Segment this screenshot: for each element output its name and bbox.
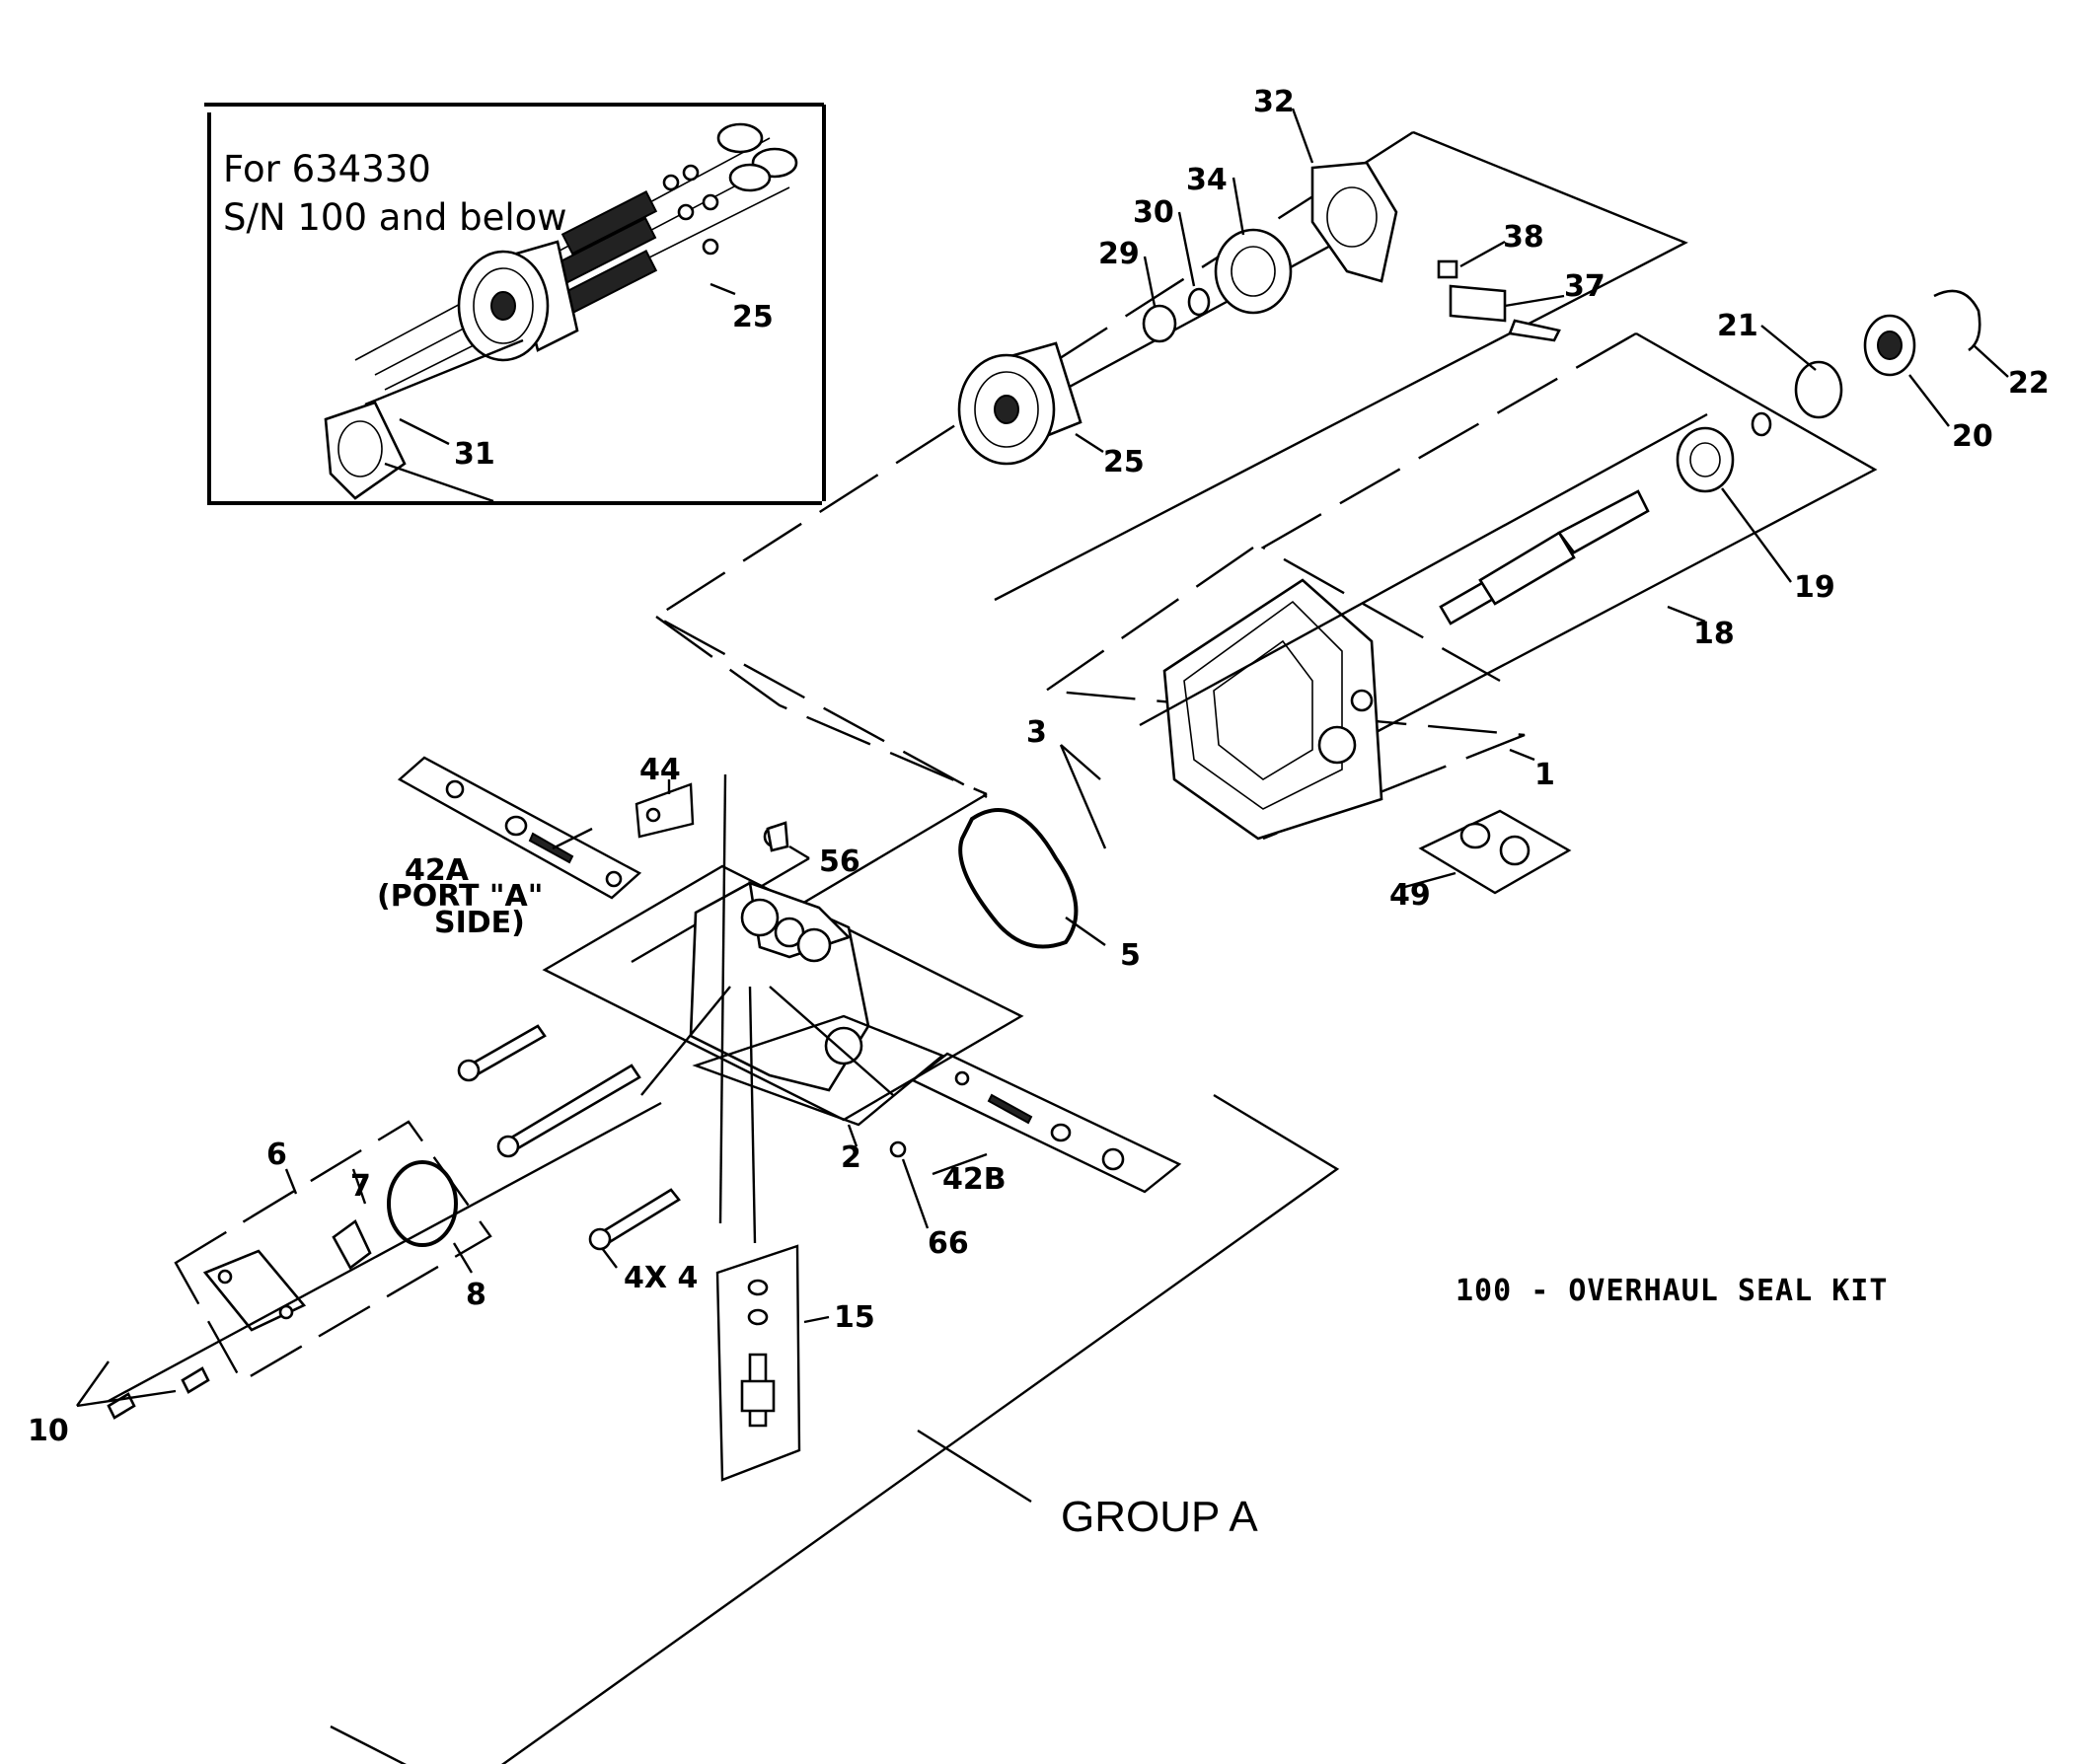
valve-block: [631, 773, 988, 1244]
inset-valve-plate: [324, 401, 407, 500]
callout-66: 66: [928, 1226, 969, 1261]
callout-49: 49: [1389, 878, 1431, 913]
inset-callout-31: 31: [454, 437, 495, 472]
overhaul-seal-kit-note: 100 - OVERHAUL SEAL KIT: [1456, 1274, 1888, 1308]
callout-32: 32: [1253, 85, 1295, 119]
callout-3: 3: [1026, 715, 1047, 750]
callout-8: 8: [466, 1278, 486, 1312]
callout-20: 20: [1952, 419, 1993, 454]
inset-box: For 634330 S/N 100 and below: [204, 103, 826, 505]
callout-29: 29: [1098, 237, 1140, 271]
callout-42a: 42A: [405, 853, 470, 888]
cylinder-block: [957, 341, 1083, 466]
group-outlines: [330, 130, 1878, 1764]
inset-line-2: S/N 100 and below: [223, 196, 567, 239]
seal-34: [1214, 228, 1293, 315]
callout-42b: 42B: [942, 1162, 1007, 1197]
callout-2: 2: [841, 1140, 861, 1175]
callout-42a-port: (PORT "A": [377, 879, 543, 914]
callout-37: 37: [1564, 269, 1606, 304]
swashplate-32: [1310, 161, 1398, 283]
callout-1: 1: [1534, 758, 1555, 792]
upper-parts: [957, 161, 1561, 466]
pump-housing: [1162, 578, 1383, 841]
callout-19: 19: [1794, 570, 1835, 605]
gasket-5: [958, 808, 1079, 949]
callout-4: 4X 4: [624, 1261, 698, 1295]
callout-25: 25: [1103, 445, 1145, 479]
callout-34: 34: [1186, 163, 1228, 197]
charge-pump-cover: [107, 1101, 662, 1420]
inset-callout-25: 25: [732, 300, 774, 334]
callout-38: 38: [1503, 220, 1544, 255]
small-parts: [635, 782, 1572, 895]
spring-29: [1142, 304, 1177, 343]
assembly-15: [715, 1244, 801, 1482]
callout-10: 10: [28, 1414, 69, 1448]
inset-piston-assembly: [354, 122, 798, 391]
inset-line-1: For 634330: [223, 148, 431, 190]
assembly-42a: [397, 756, 642, 900]
callout-labels: 32 34 30 29 38 37 21 22 20 25 19 18 3 1 …: [28, 85, 2050, 1448]
callout-15: 15: [834, 1300, 875, 1335]
callout-5: 5: [1120, 938, 1141, 973]
callout-18: 18: [1693, 617, 1735, 651]
assembly-42b: [910, 1052, 1182, 1194]
group-a-label: GROUP A: [1061, 1493, 1258, 1541]
callout-6: 6: [266, 1138, 287, 1172]
callout-30: 30: [1133, 195, 1174, 230]
callout-56: 56: [819, 845, 860, 879]
callout-42a-side: SIDE): [434, 906, 525, 940]
inset-cylinder-block: [457, 240, 579, 362]
callout-21: 21: [1717, 309, 1758, 343]
callout-7: 7: [350, 1169, 371, 1204]
trunnion-37: [1437, 259, 1561, 342]
callout-22: 22: [2008, 366, 2050, 401]
ring-30: [1187, 287, 1211, 317]
shaft-assembly: [1139, 289, 1981, 727]
callout-44: 44: [639, 753, 681, 787]
leader-lines: [76, 108, 2009, 1504]
